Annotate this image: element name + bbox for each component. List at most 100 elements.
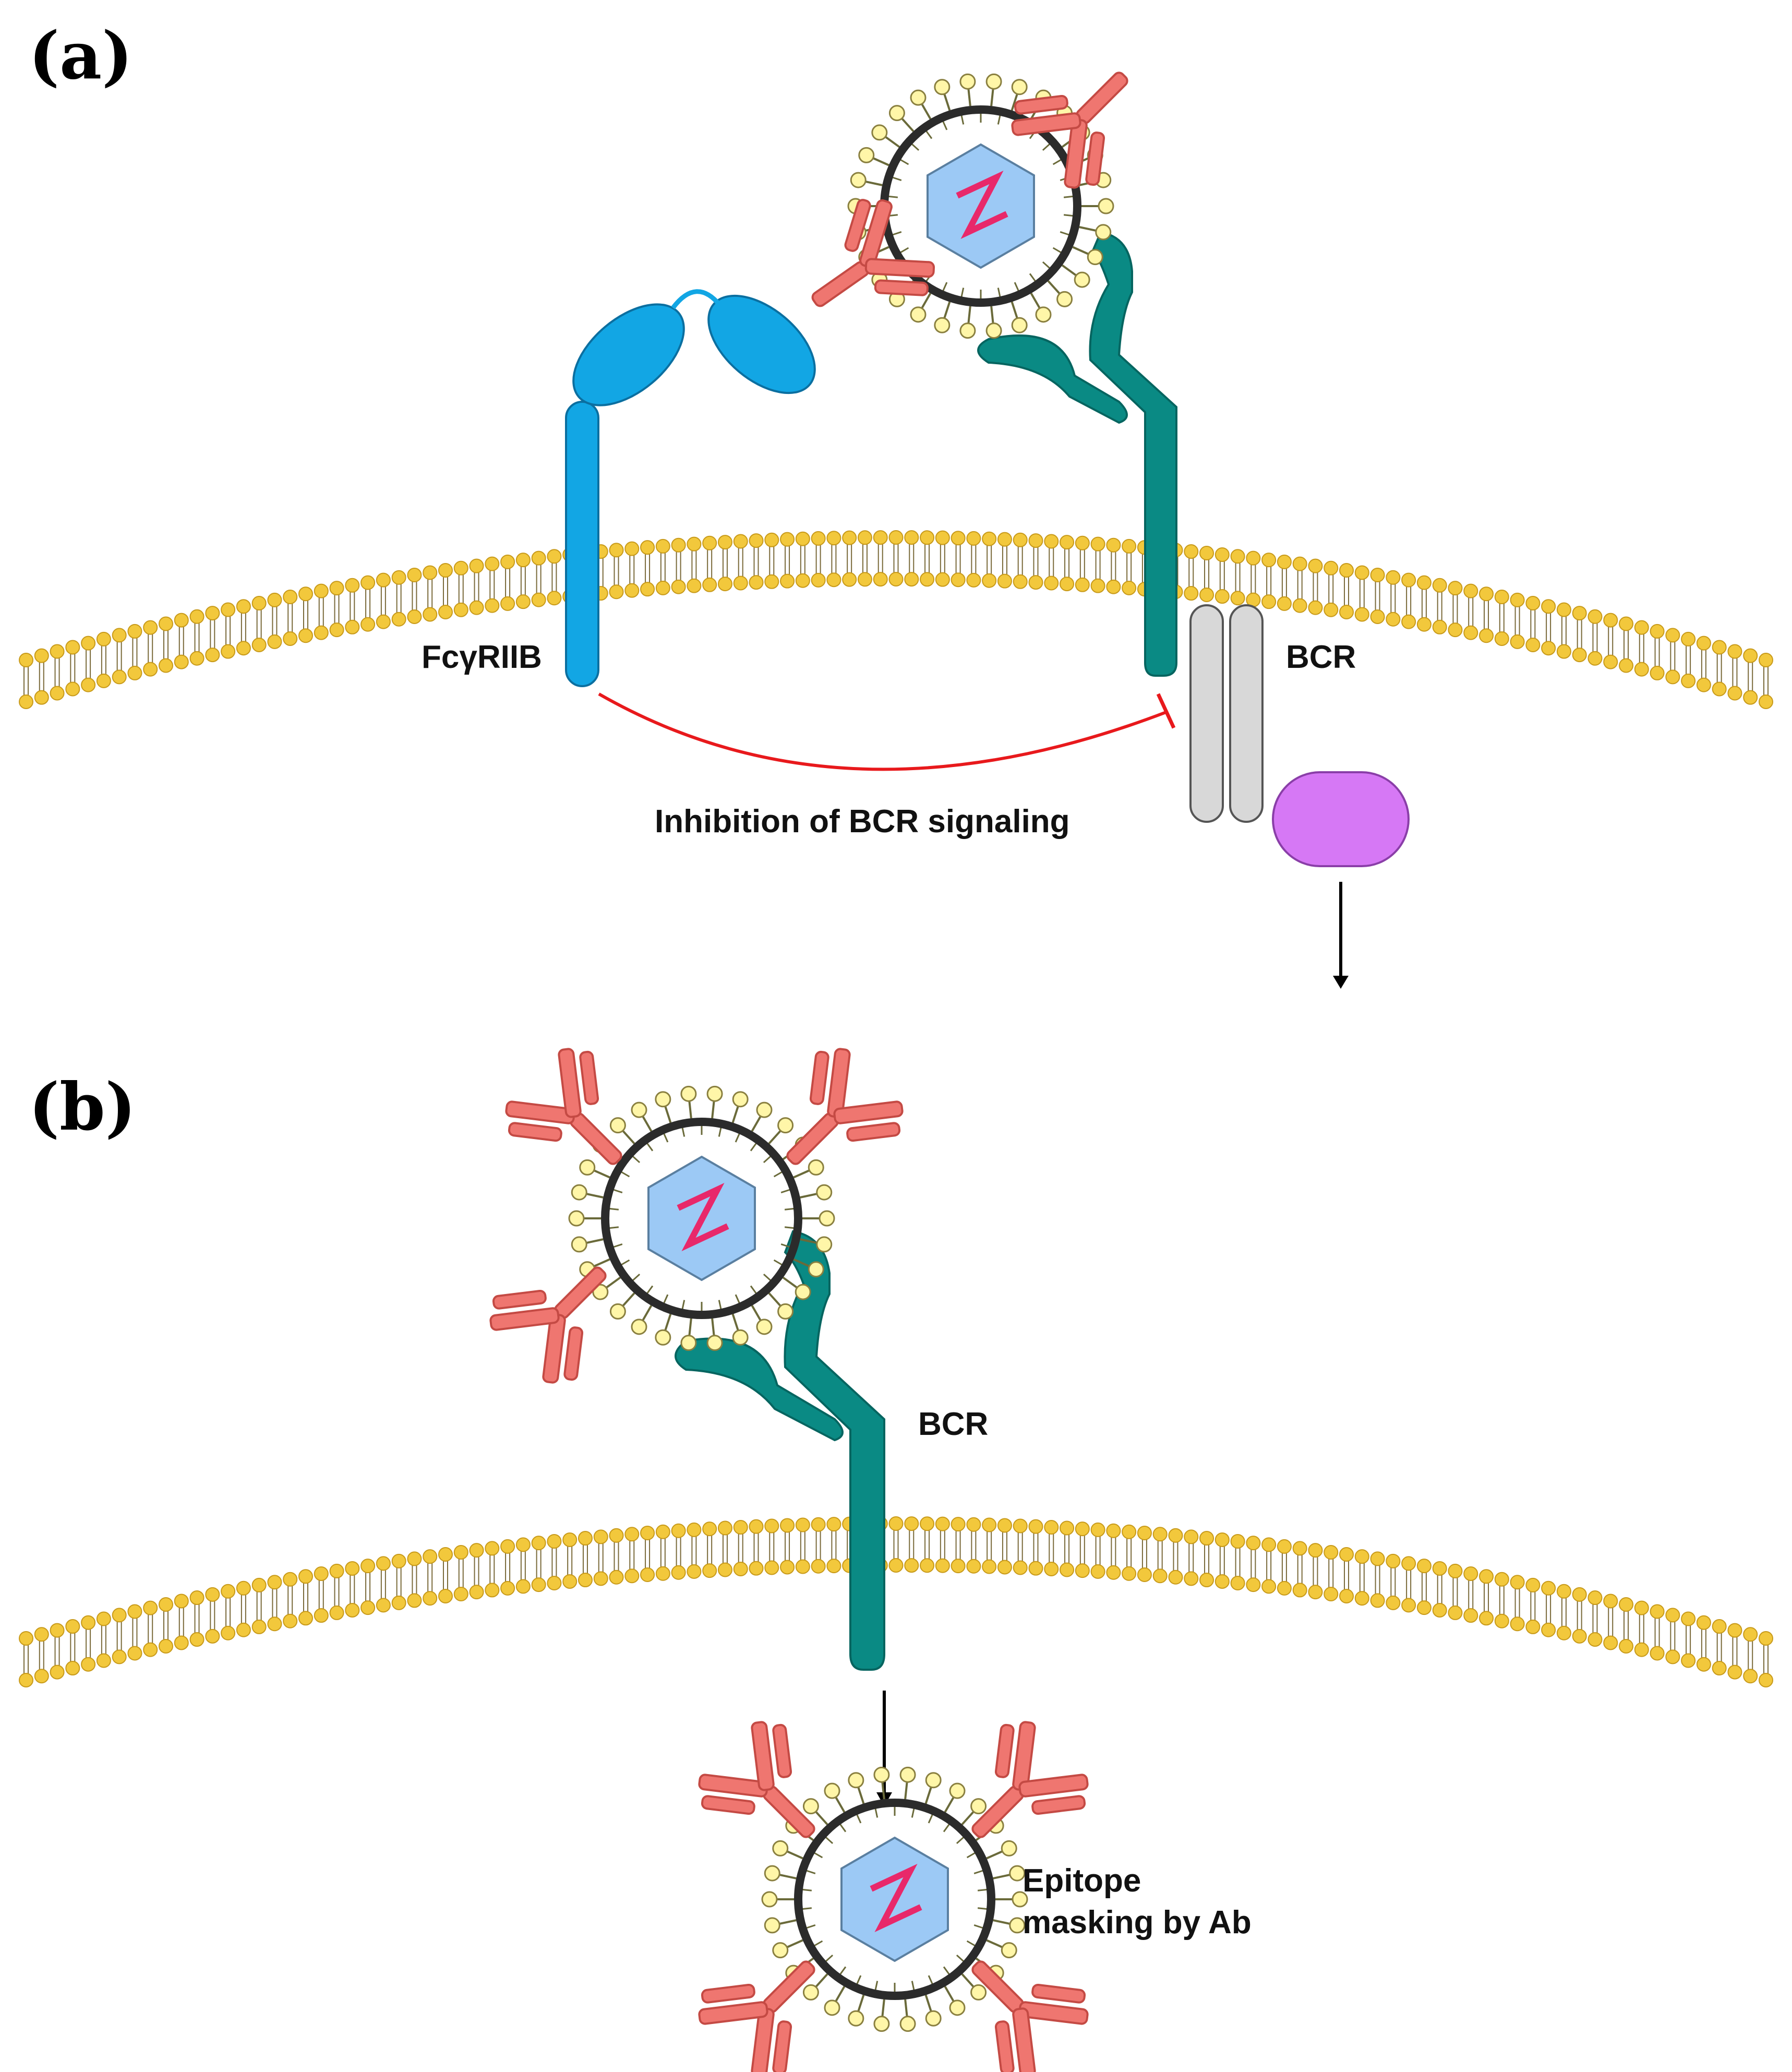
lipid-head	[96, 1611, 111, 1626]
lipid-head	[1634, 1600, 1649, 1615]
lipid-head	[1759, 694, 1773, 709]
lipid-head	[34, 648, 49, 663]
signal-arrowhead-a	[1333, 976, 1349, 989]
lipid-tail	[1064, 1534, 1070, 1564]
envelope-tick	[613, 1189, 623, 1193]
lipid-head	[298, 1611, 313, 1626]
glycoprotein-stalk	[884, 135, 900, 148]
lipid-head	[329, 1605, 344, 1620]
lipid-head	[1572, 1587, 1587, 1602]
lipid-head	[189, 651, 205, 666]
lipid-head	[795, 1559, 810, 1574]
glycoprotein-stalk	[785, 1850, 803, 1860]
lipid-tail	[86, 649, 91, 679]
lipid-head	[966, 1517, 981, 1532]
lipid-tail	[676, 551, 681, 581]
lipid-head	[857, 572, 872, 587]
inhibition-label: Inhibition of BCR signaling	[655, 804, 1070, 840]
lipid-tail	[194, 622, 200, 652]
lipid-tail	[707, 549, 713, 579]
lipid-tail	[1499, 1585, 1505, 1615]
lipid-tail	[909, 544, 915, 573]
lipid-tail	[769, 1532, 775, 1562]
lipid-head	[34, 1669, 49, 1684]
glycoprotein-head	[899, 1766, 916, 1783]
envelope-tick	[773, 1171, 783, 1178]
lipid-head	[935, 1558, 950, 1573]
lipid-tail	[536, 564, 542, 594]
lipid-tail	[1623, 1610, 1629, 1640]
lipid-head	[236, 599, 251, 614]
lipid-head	[453, 560, 468, 576]
glycoprotein-head	[631, 1101, 647, 1118]
lipid-head	[1665, 1649, 1680, 1664]
lipid-head	[1261, 594, 1277, 609]
glycoprotein-stalk	[881, 1999, 885, 2018]
glycoprotein-stalk	[793, 1169, 811, 1179]
lipid-head	[702, 535, 717, 550]
lipid-tail	[1639, 1614, 1644, 1644]
envelope-tick	[956, 1954, 965, 1962]
lipid-tail	[427, 579, 433, 608]
lipid-head	[1743, 690, 1758, 705]
glycoprotein-head	[934, 79, 951, 95]
lipid-head	[1510, 592, 1525, 607]
glycoprotein-head	[858, 147, 875, 163]
glycoprotein-stalk	[834, 1986, 846, 2003]
lipid-head	[609, 543, 624, 558]
lipid-head	[1199, 1573, 1214, 1588]
lipid-tail	[1452, 1577, 1458, 1607]
lipid-head	[888, 1516, 904, 1531]
lipid-head	[1479, 1611, 1494, 1626]
glycoprotein-stalk	[834, 1795, 846, 1813]
lipid-tail	[163, 1610, 169, 1640]
glycoprotein-head	[609, 1117, 626, 1134]
lipid-head	[951, 531, 966, 546]
envelope-tick	[663, 1133, 669, 1143]
lipid-head	[1324, 1587, 1339, 1601]
lipid-head	[314, 1608, 329, 1623]
lipid-tail	[971, 544, 977, 574]
lipid-head	[1541, 599, 1556, 614]
lipid-tail	[1250, 564, 1256, 594]
glycoprotein-head	[1035, 306, 1052, 323]
antibody-b1	[489, 1032, 662, 1205]
lipid-head	[500, 1580, 515, 1596]
glycoprotein-head	[985, 73, 1002, 90]
glycoprotein-stalk	[800, 1192, 819, 1199]
lipid-tail	[1173, 1541, 1178, 1571]
lipid-tail	[1266, 566, 1272, 596]
lipid-head	[717, 1520, 732, 1536]
lipid-head	[174, 613, 189, 628]
lipid-tail	[629, 555, 635, 584]
glycoprotein-head	[772, 1942, 789, 1959]
lipid-tail	[1686, 1625, 1691, 1655]
glycoprotein-head	[925, 2010, 942, 2027]
lipid-head	[1587, 609, 1603, 624]
envelope-tick	[856, 1814, 862, 1824]
lipid-head	[1386, 1553, 1401, 1568]
lipid-head	[174, 1635, 189, 1650]
lipid-tail	[1701, 1628, 1706, 1658]
lipid-tail	[54, 657, 60, 687]
lipid-head	[453, 1545, 468, 1560]
lipid-head	[1727, 1623, 1742, 1638]
lipid-head	[50, 644, 65, 659]
lipid-head	[1743, 1627, 1758, 1642]
glycoprotein-stalk	[768, 1292, 783, 1308]
envelope-tick	[621, 1171, 630, 1178]
lipid-tail	[178, 1607, 184, 1637]
glycoprotein-head	[910, 306, 927, 323]
lipid-tail	[318, 1580, 324, 1610]
glycoprotein-stalk	[800, 1238, 819, 1244]
lipid-tail	[1421, 1572, 1427, 1602]
lipid-head	[1354, 607, 1369, 622]
lipid-head	[1401, 1556, 1416, 1571]
lipid-head	[376, 1556, 391, 1571]
envelope-tick	[646, 1285, 654, 1294]
envelope-tick	[942, 121, 948, 130]
lipid-tail	[1670, 641, 1676, 671]
bcr-label-a: BCR	[1286, 639, 1356, 675]
lipid-head	[1214, 1574, 1230, 1589]
lipid-head	[733, 576, 748, 591]
